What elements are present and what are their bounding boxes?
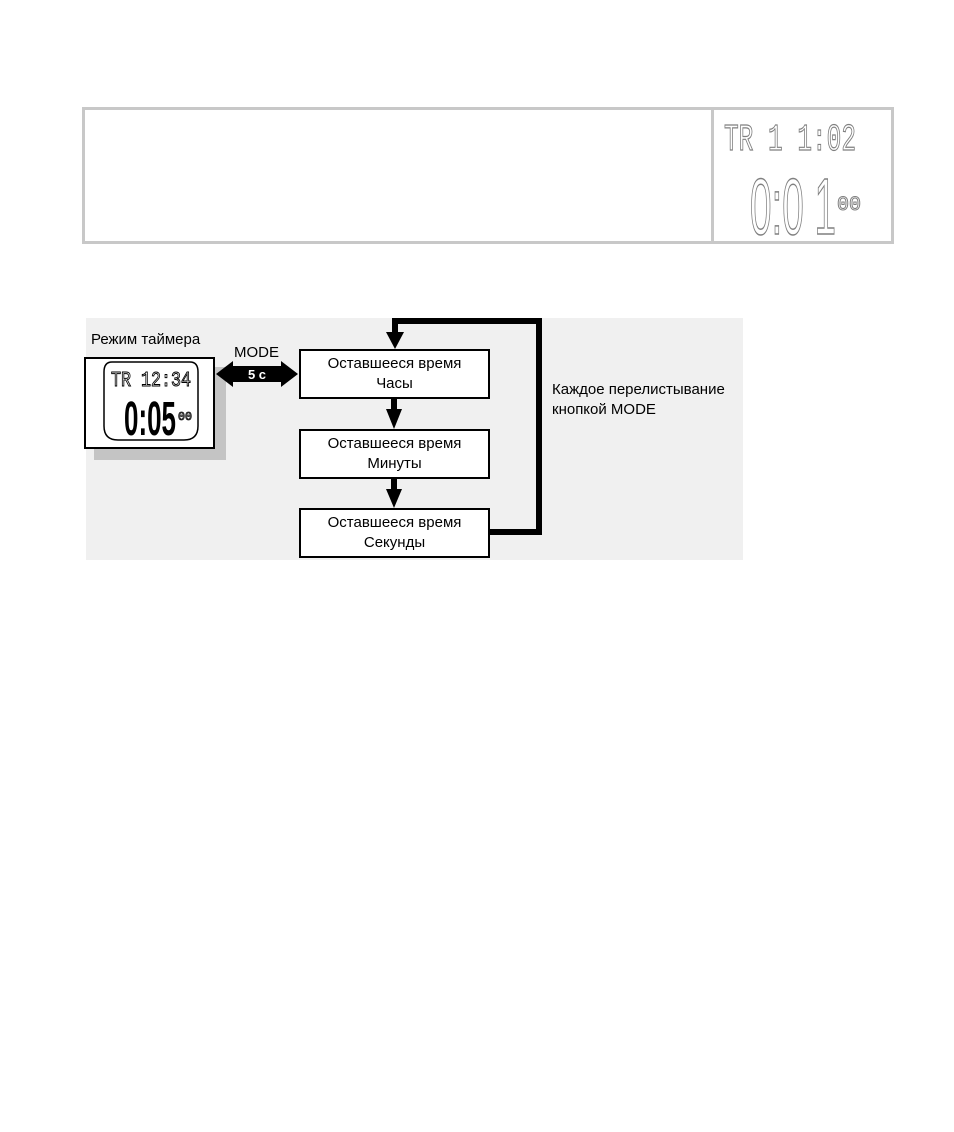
loop-back-line xyxy=(392,318,542,535)
step-remaining-hours: Оставшееся время Часы xyxy=(299,349,490,399)
top-lcd-display: TR 1 1:02 0:0 1 00 xyxy=(723,118,861,240)
loop-label-line1: Каждое перелистывание xyxy=(552,381,725,398)
watch-lcd-outline xyxy=(103,361,199,441)
hold-duration-label: 5 с xyxy=(248,367,266,382)
step-minutes-line1: Оставшееся время xyxy=(327,435,462,452)
loop-back-arrowhead xyxy=(386,332,404,349)
arrow-2-head xyxy=(386,489,402,508)
step-minutes-line2: Минуты xyxy=(367,455,422,472)
top-lcd-line1: TR 1 1:02 xyxy=(724,119,856,162)
loop-label-line2: кнопкой MODE xyxy=(552,401,656,418)
top-info-panel xyxy=(82,107,894,244)
step-remaining-minutes: Оставшееся время Минуты xyxy=(299,429,490,479)
mode-button-label: MODE xyxy=(234,344,279,361)
arrow-1-shaft xyxy=(391,399,397,411)
step-seconds-line2: Секунды xyxy=(363,534,426,551)
diagram-connectors: 5 с xyxy=(216,318,542,535)
arrow-1-head xyxy=(386,409,402,429)
watch-lcd-line2: 0:05 xyxy=(124,393,176,444)
step-hours-line1: Оставшееся время xyxy=(327,355,462,372)
step-remaining-seconds: Оставшееся время Секунды xyxy=(299,508,490,558)
top-lcd-line2: 0:0 1 xyxy=(750,162,836,240)
watch-lcd-display: TR 12:34 0:05 00 xyxy=(103,361,199,444)
arrow-2-shaft xyxy=(391,479,397,491)
panel-divider xyxy=(711,107,714,244)
timer-mode-label: Режим таймера xyxy=(91,331,201,348)
step-hours-line2: Часы xyxy=(376,375,413,392)
watch-lcd-line1: TR 12:34 xyxy=(111,370,191,393)
mode-hold-arrow xyxy=(216,361,298,387)
watch-lcd-small-digits: 00 xyxy=(178,410,192,424)
step-seconds-line1: Оставшееся время xyxy=(327,514,462,531)
loop-description: Каждое перелистывание кнопкой MODE xyxy=(552,380,725,420)
top-lcd-small-digits: 00 xyxy=(837,194,861,217)
